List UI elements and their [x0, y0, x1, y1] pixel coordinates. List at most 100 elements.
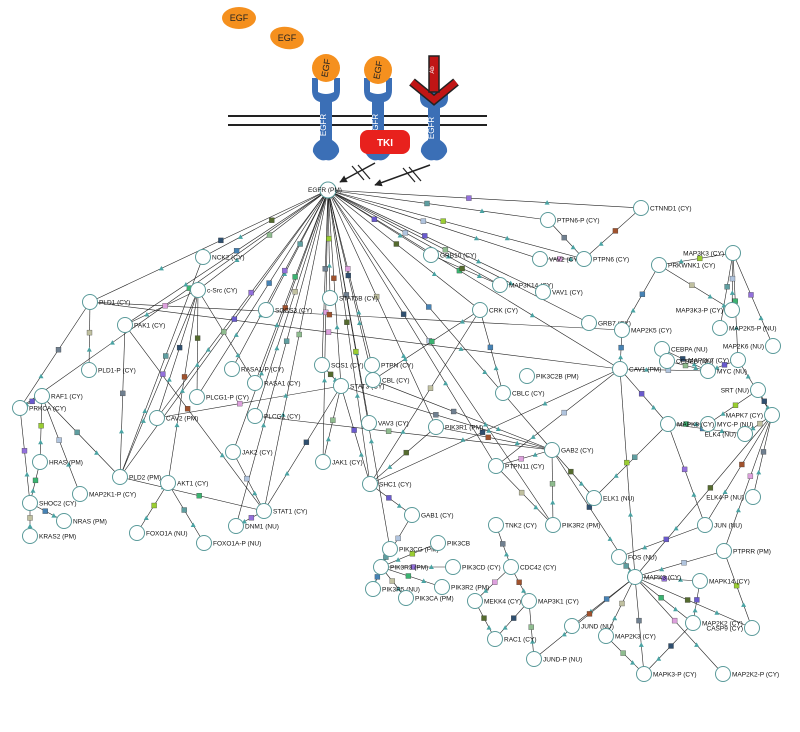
node-foxo1ap[interactable]: FOXO1A-P (NU) [196, 535, 262, 551]
node-pik3cg[interactable]: PIK3CG (PM) [382, 541, 439, 557]
node-plcg1[interactable]: PLCG1 (CY) [247, 408, 301, 424]
node-mapk14[interactable]: MAPK14 (CY) [692, 573, 750, 589]
node-jundp[interactable]: JUND-P (NU) [526, 651, 583, 667]
node-prkwnk1[interactable]: PRKWNK1 (CY) [651, 257, 716, 273]
node-pld2[interactable]: PLD2 (PM) [112, 469, 162, 485]
node-nras[interactable]: NRAS (PM) [56, 513, 107, 529]
node-cav2[interactable]: CAV2 (PM) [149, 410, 199, 426]
node-mapk3p[interactable]: MAPK3-P (CY) [636, 666, 697, 682]
node-mapk7[interactable]: MAPK7 (CY) [726, 407, 780, 423]
node-jundnu[interactable]: JUND (NU) [564, 618, 614, 634]
node-vav1[interactable]: VAV1 (CY) [535, 284, 583, 300]
node-vav3[interactable]: VAV3 (CY) [361, 415, 409, 431]
node-vav2[interactable]: VAV2 (CY) [532, 251, 580, 267]
node-jun[interactable]: JUN (NU) [697, 517, 743, 533]
node-ptpn11[interactable]: PTPN11 (CY) [488, 458, 545, 474]
node-plcg1p[interactable]: PLCG1-P (CY) [189, 389, 249, 405]
node-map2k5[interactable]: MAP2K5 (CY) [614, 322, 672, 338]
node-ctnnd1[interactable]: CTNND1 (CY) [633, 200, 692, 216]
node-map2k2p[interactable]: MAP2K2-P (CY) [715, 666, 780, 682]
node-kras2[interactable]: KRAS2 (PM) [22, 528, 77, 544]
node-socs3[interactable]: SOCS3 (CY) [258, 302, 313, 318]
node-map3k1[interactable]: MAP3K1 (CY) [521, 593, 579, 609]
node-stat5b[interactable]: STAT5B (CY) [322, 290, 378, 306]
node-egfr-hub[interactable]: EGFR (PM) [308, 181, 342, 199]
node-mapk3[interactable]: MAPK3 (CY) [627, 569, 682, 585]
node-foxo1a[interactable]: FOXO1A (NU) [129, 525, 188, 541]
node-map2k1p[interactable]: MAP2K1-P (CY) [72, 486, 137, 502]
node-grb7[interactable]: GRB7 (CY) [581, 315, 631, 331]
node-map2k7[interactable]: MAP2K7 (CY) [688, 352, 746, 368]
node-elk4[interactable]: ELK4 (NU) [705, 426, 753, 442]
node-shc1[interactable]: SHC1 (CY) [362, 476, 412, 492]
node-akt1[interactable]: AKT1 (CY) [160, 475, 209, 491]
node-ptprr[interactable]: PTPRR (PM) [716, 543, 771, 559]
node-raf1[interactable]: RAF1 (CY) [34, 388, 83, 404]
node-elk1[interactable]: ELK1 (NU) [586, 490, 635, 506]
node-mekk4[interactable]: MEKK4 (CY) [467, 593, 522, 609]
node-cblc[interactable]: CBLC (CY) [495, 385, 545, 401]
node-map3k3p[interactable]: MAP3K3-P (CY) [676, 302, 740, 318]
node-pak1[interactable]: PAK1 (CY) [117, 317, 166, 333]
node-cebpa[interactable]: CEBPA (NU) [654, 341, 708, 357]
node-grb10[interactable]: GRB10 (CY) [423, 247, 477, 263]
node-prkca[interactable]: PRKCA (CY) [12, 400, 67, 416]
node-map2k5p[interactable]: MAP2K5-P (NU) [712, 320, 777, 336]
node-map2k2[interactable]: MAP2K2 (CY) [685, 615, 743, 631]
node-label: MAP3K3-P (CY) [676, 308, 723, 315]
node-pld1p[interactable]: PLD1-P (CY) [81, 362, 136, 378]
node-cav1[interactable]: CAV1 (PM) [612, 361, 662, 377]
node-rasa1[interactable]: RASA1 (CY) [247, 375, 301, 391]
node-rac1[interactable]: RAC1 (CY) [487, 631, 537, 647]
node-casp9[interactable]: CASP9 (CY) [707, 620, 760, 636]
node-myc[interactable]: MYC (NU) [700, 363, 747, 379]
node-dnm1[interactable]: DNM1 (NU) [228, 518, 279, 534]
node-map2k3[interactable]: MAP2K3 (CY) [598, 628, 656, 644]
node-pik3ca[interactable]: PIK3CA (PM) [398, 590, 454, 606]
node-srt[interactable]: SRT (NU) [721, 382, 766, 398]
interaction-triangle [395, 557, 401, 562]
node-nck2[interactable]: NCK2 (CY) [195, 249, 245, 265]
node-gab1[interactable]: GAB1 (CY) [404, 507, 454, 523]
node-pik3r1[interactable]: PIK3R1 (PM) [428, 419, 484, 435]
node-ptpn6[interactable]: PTPN6 (CY) [576, 251, 630, 267]
node-shoc2[interactable]: SHOC2 (CY) [22, 495, 77, 511]
node-jak1[interactable]: JAK1 (CY) [315, 454, 363, 470]
node-cebpb[interactable]: CEBPB (NU) [659, 353, 714, 369]
node-map3k3[interactable]: MAP3K3 (CY) [683, 245, 741, 261]
node-label: CBL (CY) [382, 378, 410, 385]
node-pik3r3[interactable]: PIK3R3 (PM) [373, 559, 429, 575]
node-pik3cb[interactable]: PIK3CB [430, 535, 471, 551]
node-crk[interactable]: CRK (CY) [472, 302, 518, 318]
node-cblb[interactable]: c-Src (CY) [190, 282, 238, 298]
edge-shc1-cav1 [369, 368, 621, 485]
node-pik3r2b[interactable]: PIK3R2 (PM) [434, 579, 490, 595]
node-pik3r2[interactable]: PIK3R2 (PM) [545, 517, 601, 533]
node-pik3c2b[interactable]: PIK3C2B (PM) [519, 368, 579, 384]
node-stat3[interactable]: STAT3 (CY) [333, 378, 385, 394]
node-label: MAP2K2 (CY) [702, 621, 743, 628]
node-map3k14[interactable]: MAP3K14 (CY) [492, 277, 554, 293]
node-cdc42[interactable]: CDC42 (CY) [503, 559, 557, 575]
node-gab2[interactable]: GAB2 (CY) [544, 442, 594, 458]
edge-map3k3-map2k5p [719, 252, 734, 329]
interaction-triangle [561, 631, 567, 637]
node-fos[interactable]: FOS (NU) [611, 549, 657, 565]
node-map2k6[interactable]: MAP2K6 (NU) [723, 338, 781, 354]
node-stat1[interactable]: STAT1 (CY) [256, 503, 308, 519]
node-mapk8[interactable]: MAPK8 (CY) [660, 416, 715, 432]
node-ptpn6p[interactable]: PTPN6-P (CY) [540, 212, 600, 228]
node-jak2[interactable]: JAK2 (CY) [225, 444, 273, 460]
interaction-triangle [142, 408, 148, 413]
node-pld1[interactable]: PLD1 (CY) [82, 294, 131, 310]
node-cbl[interactable]: CBL (CY) [365, 372, 410, 388]
node-tnk2[interactable]: TNK2 (CY) [488, 517, 537, 533]
node-hras[interactable]: HRAS (PM) [32, 454, 83, 470]
node-pik3r5[interactable]: PIK3R5 (NU) [365, 581, 420, 597]
node-sos1[interactable]: SOS1 (CY) [314, 357, 364, 373]
node-pik3cd[interactable]: PIK3CD (CY) [445, 559, 501, 575]
node-rasa1p[interactable]: RASA1-P (CY) [224, 361, 284, 377]
interaction-triangle [140, 418, 146, 423]
node-elk4p[interactable]: ELK4-P (NU) [706, 489, 761, 505]
node-mycdp[interactable]: MYC-P (NU) [700, 416, 754, 432]
